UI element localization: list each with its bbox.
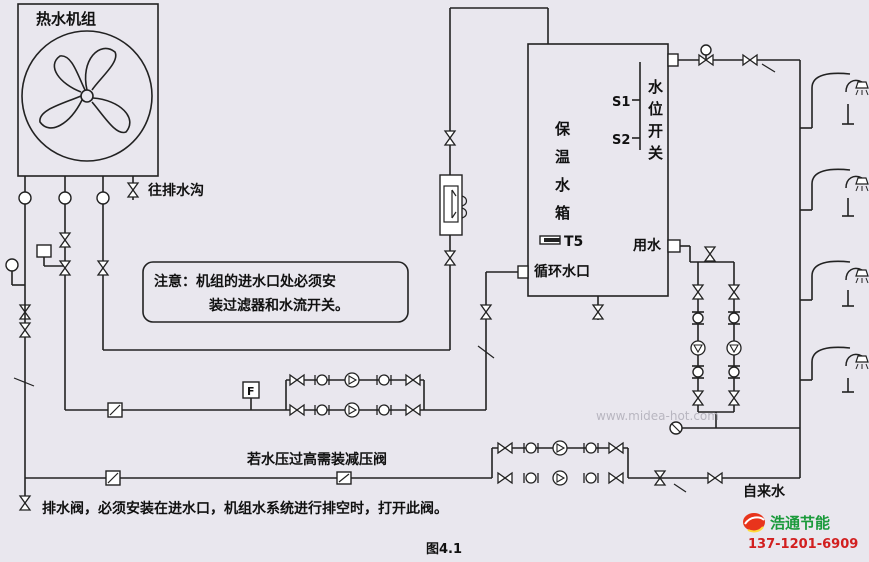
valve-icon[interactable] (692, 284, 704, 300)
pump-icon (344, 372, 360, 388)
level-switch-label-4: 关 (648, 144, 663, 162)
unit-ports (18, 176, 134, 410)
union-icon (376, 404, 392, 416)
valve-icon[interactable] (19, 495, 31, 511)
valve-icon[interactable] (497, 442, 513, 454)
level-switch-label-3: 开 (648, 122, 663, 140)
note-box: 注意：机组的进水口处必须安 装过滤器和水流开关。 (142, 261, 409, 323)
shower-icon (845, 267, 869, 284)
brand-name: 浩通节能 (770, 514, 830, 532)
valve-icon[interactable] (289, 374, 305, 386)
drain-valve-icon[interactable] (127, 182, 139, 198)
tank-label-1: 保 (554, 120, 571, 138)
pressure-reducing-valve-icon (336, 471, 352, 485)
valve-icon[interactable] (59, 260, 71, 276)
union-icon (583, 442, 599, 454)
shower-column (800, 72, 869, 393)
t5-label: T5 (564, 234, 583, 250)
check-valve-icon (107, 402, 123, 418)
union-icon (376, 374, 392, 386)
expansion-tank-icon (36, 244, 65, 267)
brand-logo: 浩通节能 137-1201-6909 (743, 513, 858, 552)
union-icon (314, 374, 330, 386)
fan-icon (21, 30, 153, 162)
shower-icon (845, 79, 869, 96)
circ-inlet-label: 循环水口 (534, 263, 590, 280)
auxiliary-heater-icon (439, 174, 468, 236)
storage-tank: 保 温 水 箱 S1 S2 水 位 开 关 T5 用水 循环水口 (517, 43, 669, 297)
shower-icon (845, 353, 869, 370)
heat-pump-unit: 热水机组 (17, 3, 159, 177)
union-icon (314, 404, 330, 416)
level-switch-label-1: 水 (648, 78, 664, 96)
valve-icon[interactable] (289, 404, 305, 416)
tank-label-2: 温 (555, 148, 570, 166)
drain-valve-note: 排水阀，必须安装在进水口，机组水系统进行排空时，打开此阀。 (42, 500, 448, 517)
pump-icon (552, 440, 568, 456)
pump-icon (690, 340, 706, 356)
valve-icon[interactable] (405, 374, 421, 386)
svg-text:F: F (247, 385, 255, 398)
tank-label-4: 箱 (555, 204, 570, 222)
pump-icon (726, 340, 742, 356)
note-line-2: 装过滤器和水流开关。 (208, 297, 349, 314)
to-drain-label: 往排水沟 (148, 182, 204, 199)
valve-icon[interactable] (707, 472, 723, 484)
watermark: www.midea-hot.com (596, 409, 719, 423)
pump-icon (344, 402, 360, 418)
note-line-1: 注意：机组的进水口处必须安 (154, 273, 336, 290)
valve-icon[interactable] (704, 246, 716, 262)
union-icon (583, 472, 599, 484)
s2-label: S2 (612, 133, 630, 148)
brand-phone: 137-1201-6909 (748, 537, 858, 552)
figure-caption: 图4.1 (426, 542, 462, 557)
brand-logo-icon (743, 513, 765, 533)
valve-icon[interactable] (592, 304, 604, 320)
usage-label: 用水 (633, 237, 662, 254)
valve-icon[interactable] (19, 322, 31, 338)
s1-label: S1 (612, 95, 630, 110)
union-icon (523, 442, 539, 454)
level-switch-label-2: 位 (648, 100, 663, 118)
valve-icon[interactable] (480, 304, 492, 320)
tank-label-3: 水 (555, 176, 571, 194)
valve-icon[interactable] (692, 390, 704, 406)
valve-icon[interactable] (728, 284, 740, 300)
unit-label: 热水机组 (36, 10, 96, 28)
valve-icon[interactable] (405, 404, 421, 416)
valve-icon[interactable] (444, 250, 456, 266)
tap-water-label: 自来水 (743, 483, 786, 500)
valve-icon[interactable] (97, 260, 109, 276)
valve-icon[interactable] (608, 442, 624, 454)
pressure-relief-icon (700, 44, 712, 56)
valve-icon[interactable] (59, 232, 71, 248)
union-icon (523, 472, 539, 484)
valve-icon[interactable] (497, 472, 513, 484)
valve-icon[interactable] (608, 472, 624, 484)
filter-icon: F (242, 381, 260, 410)
valve-icon[interactable] (728, 390, 740, 406)
pump-icon (552, 470, 568, 486)
shower-icon (845, 175, 869, 192)
pressure-gauge-icon (5, 258, 25, 286)
check-valve-icon (105, 470, 121, 486)
valve-icon[interactable] (742, 54, 758, 66)
valve-icon[interactable] (444, 130, 456, 146)
pressure-note: 若水压过高需装减压阀 (246, 451, 387, 468)
